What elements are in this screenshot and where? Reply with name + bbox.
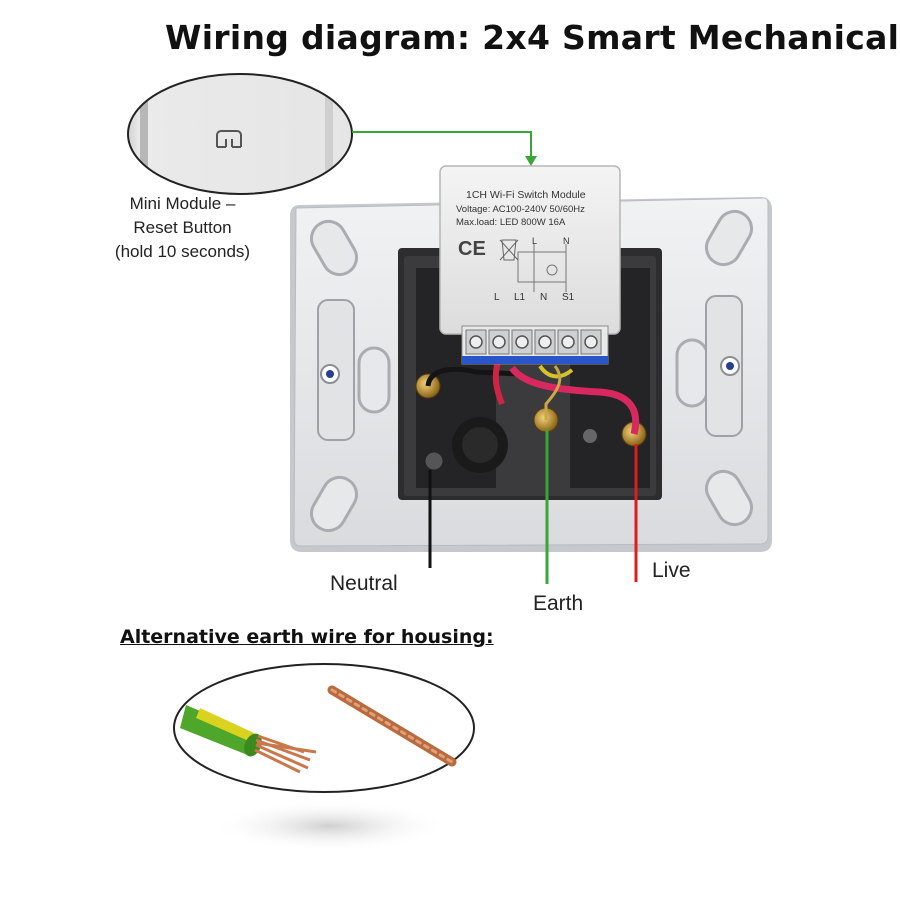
reset-button-icon <box>216 130 242 148</box>
earth-wire-samples <box>173 663 475 793</box>
module-voltage: Voltage: AC100-240V 50/60Hz <box>456 204 585 215</box>
terminal-label-l1: L1 <box>514 292 526 303</box>
reset-label-line-1: Mini Module – <box>129 194 236 213</box>
live-label: Live <box>652 559 691 582</box>
terminal-label-n: N <box>540 292 548 303</box>
terminal-label-l: L <box>494 292 500 303</box>
module-name: 1CH Wi-Fi Switch Module <box>466 189 586 201</box>
schematic-label-l: L <box>532 236 538 246</box>
reset-label-line-3: (hold 10 seconds) <box>114 242 251 261</box>
reset-button-label: Mini Module – Reset Button (hold 10 seco… <box>90 192 275 264</box>
green-yellow-wire <box>180 705 317 774</box>
reset-label-line-2: Reset Button <box>133 218 232 237</box>
reset-callout-arrow <box>352 131 537 166</box>
smart-module <box>439 165 621 365</box>
reset-button-zoom <box>127 73 353 195</box>
module-maxload: Max.load: LED 800W 16A <box>456 217 566 228</box>
terminal-label-s1: S1 <box>562 292 575 303</box>
diagram-title: Wiring diagram: 2x4 Smart Mechanical <box>165 18 900 57</box>
bare-copper-wire <box>327 685 457 767</box>
ce-mark: CE <box>458 238 486 260</box>
earth-label: Earth <box>533 592 584 615</box>
alternative-earth-title: Alternative earth wire for housing: <box>120 626 494 648</box>
neutral-label: Neutral <box>330 572 398 595</box>
schematic-label-n: N <box>563 236 570 246</box>
drop-shadow <box>210 800 450 852</box>
